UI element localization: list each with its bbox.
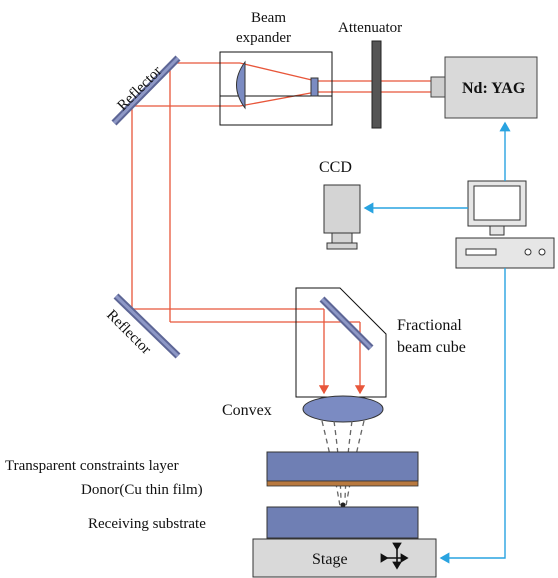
drive-slot [465, 248, 497, 256]
convex-lens: Convex [222, 395, 384, 423]
receiving-substrate-label: Receiving substrate [88, 516, 206, 532]
attenuator: Attenuator [338, 20, 402, 129]
donor-film [266, 480, 419, 487]
receiving-substrate-block [266, 506, 419, 539]
beam-expander-small-lens [310, 77, 319, 97]
reflector-top: Reflector [111, 55, 181, 126]
fractional-beam-cube: Fractional beam cube [295, 287, 466, 398]
signal-to-stage [439, 268, 506, 564]
reflector-bottom-label: Reflector [103, 307, 154, 358]
donor-label: Donor(Cu thin film) [81, 482, 203, 498]
beam-expander-large-lens [236, 60, 246, 110]
attenuator-label: Attenuator [338, 20, 402, 36]
ccd-lens [331, 232, 353, 244]
laser-nozzle [430, 76, 447, 98]
nd-yag-laser: Nd: YAG [430, 56, 538, 119]
monitor-screen [473, 185, 521, 221]
beam-expander-label-2: expander [236, 30, 291, 46]
stage: Stage [252, 538, 437, 578]
convex-label: Convex [222, 402, 272, 419]
receiving-substrate: Receiving substrate [88, 506, 419, 539]
laser-body [444, 56, 538, 119]
ccd-body [323, 184, 361, 234]
beam-expander: Beam expander [219, 10, 333, 126]
fractional-label-1: Fractional [397, 317, 462, 334]
monitor-stand [489, 225, 505, 236]
transparent-constraints-layer: Transparent constraints layer Donor(Cu t… [5, 451, 419, 498]
transparent-layer-label: Transparent constraints layer [5, 458, 179, 474]
laser-label: Nd: YAG [462, 80, 526, 97]
transferred-droplet [340, 502, 346, 508]
convex-lens-shape [302, 395, 384, 423]
laser-beam-paths [131, 62, 432, 395]
ccd-base [326, 242, 358, 250]
control-signal-lines [363, 121, 511, 564]
beam-expander-upper [239, 62, 317, 82]
beam-expander-lower [239, 91, 317, 107]
transparent-layer-block [266, 451, 419, 482]
power-led-2 [538, 248, 546, 256]
beam-expander-label-1: Beam [251, 10, 286, 26]
ccd-label: CCD [319, 159, 352, 176]
focus-left-inner [333, 420, 342, 501]
stage-label: Stage [312, 551, 348, 568]
attenuator-plate [371, 40, 382, 129]
fractional-label-2: beam cube [397, 339, 466, 356]
beam-cube-housing [295, 287, 387, 398]
power-led-1 [524, 248, 532, 256]
focus-right-inner [344, 420, 353, 501]
ccd-camera-icon: CCD [319, 159, 361, 250]
beam-expander-frame [219, 51, 333, 126]
reflector-bottom: Reflector [103, 293, 181, 359]
four-way-arrow-icon [380, 542, 409, 570]
desktop-computer-icon [455, 180, 555, 269]
